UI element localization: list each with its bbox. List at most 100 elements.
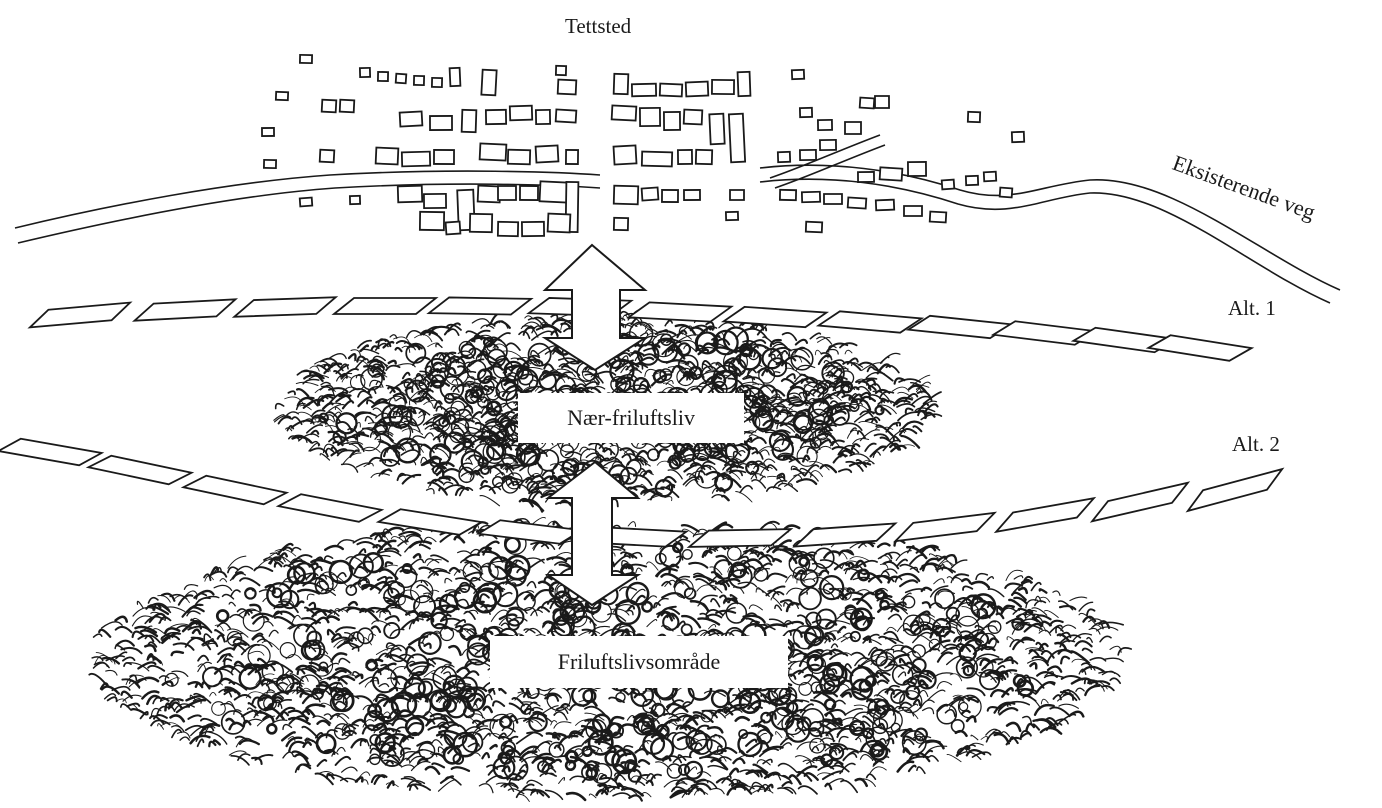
vegetation-stroke: [830, 653, 847, 659]
vegetation-stroke: [881, 357, 889, 363]
vegetation-stroke: [740, 486, 752, 493]
vegetation-stroke: [963, 662, 973, 665]
vegetation-stroke: [796, 340, 807, 345]
vegetation-stroke: [484, 707, 492, 712]
vegetation-stroke: [240, 578, 259, 585]
vegetation-stroke: [493, 701, 504, 706]
vegetation-stroke: [304, 742, 311, 747]
vegetation-stroke: [799, 588, 821, 610]
vegetation-stroke: [682, 525, 699, 531]
vegetation-stroke: [336, 757, 351, 765]
vegetation-stroke: [389, 361, 396, 364]
vegetation-stroke: [409, 784, 430, 790]
vegetation-stroke: [318, 721, 330, 725]
vegetation-stroke: [554, 722, 571, 728]
building: [696, 150, 712, 164]
building: [709, 114, 724, 145]
vegetation-stroke: [328, 630, 335, 636]
vegetation-stroke: [267, 583, 291, 607]
vegetation-stroke: [240, 668, 261, 689]
road-segment: [134, 299, 237, 320]
vegetation-stroke: [559, 778, 565, 784]
vegetation-stroke: [431, 555, 448, 561]
vegetation-stroke: [712, 760, 727, 769]
vegetation-stroke: [450, 568, 460, 572]
building: [800, 108, 812, 117]
vegetation-stroke: [198, 656, 208, 661]
vegetation-stroke: [171, 715, 184, 721]
building: [434, 150, 454, 164]
vegetation-stroke: [379, 684, 388, 687]
vegetation-stroke: [396, 348, 402, 351]
recreation-area-label: Friluftslivsområde: [490, 636, 788, 688]
vegetation-stroke: [889, 614, 902, 619]
vegetation-stroke: [666, 381, 673, 385]
vegetation-stroke: [486, 542, 499, 548]
vegetation-stroke: [224, 659, 231, 665]
vegetation-stroke: [269, 630, 278, 636]
road-segment: [28, 303, 131, 328]
vegetation-stroke: [145, 645, 155, 651]
building: [848, 197, 867, 208]
vegetation-stroke: [336, 627, 355, 632]
vegetation-stroke: [664, 780, 685, 787]
vegetation-stroke: [919, 614, 930, 625]
vegetation-stroke: [736, 492, 752, 503]
vegetation-stroke: [310, 448, 328, 456]
vegetation-stroke: [407, 331, 421, 338]
alt-2-label: Alt. 2: [1232, 432, 1280, 457]
vegetation-stroke: [172, 652, 183, 655]
vegetation-stroke: [325, 546, 343, 550]
building: [400, 111, 423, 126]
building: [614, 145, 637, 164]
road-segment: [1184, 469, 1287, 511]
vegetation-stroke: [900, 565, 919, 573]
vegetation-stroke: [316, 618, 329, 624]
building: [726, 212, 738, 220]
vegetation-stroke: [122, 692, 132, 698]
vegetation-stroke: [969, 699, 978, 702]
vegetation-stroke: [342, 464, 358, 472]
vegetation-stroke: [349, 602, 357, 605]
building: [640, 108, 660, 126]
vegetation-stroke: [967, 688, 984, 695]
vegetation-stroke: [937, 705, 956, 724]
vegetation-stroke: [898, 672, 905, 677]
building: [642, 152, 672, 167]
vegetation-stroke: [180, 737, 189, 740]
vegetation-stroke: [398, 541, 408, 546]
vegetation-stroke: [254, 567, 272, 571]
vegetation-stroke: [388, 781, 394, 787]
vegetation-stroke: [598, 372, 616, 375]
building: [432, 78, 442, 87]
building: [446, 222, 461, 235]
settlement-label: Tettsted: [565, 14, 631, 39]
road-segment: [0, 435, 102, 468]
vegetation-stroke: [440, 627, 453, 640]
vegetation-stroke: [843, 753, 856, 759]
vegetation-stroke: [776, 732, 782, 738]
vegetation-stroke: [367, 400, 375, 404]
vegetation-stroke: [900, 580, 917, 586]
road-segment: [724, 305, 827, 328]
vegetation-stroke: [707, 740, 722, 747]
building: [450, 68, 461, 86]
vegetation-stroke: [752, 438, 766, 443]
vegetation-stroke: [1059, 704, 1079, 708]
vegetation-stroke: [858, 431, 865, 438]
vegetation-stroke: [225, 690, 240, 695]
building: [478, 186, 501, 203]
vegetation-stroke: [786, 575, 794, 582]
vegetation-stroke: [420, 545, 430, 549]
vegetation-stroke: [938, 568, 955, 572]
vegetation-stroke: [307, 594, 314, 599]
vegetation-stroke: [403, 475, 421, 484]
building: [875, 96, 889, 108]
vegetation-stroke: [1047, 727, 1060, 733]
building: [470, 214, 492, 232]
vegetation-stroke: [779, 764, 797, 773]
vegetation-stroke: [876, 390, 889, 393]
vegetation-stroke: [499, 688, 505, 693]
vegetation-stroke: [403, 373, 410, 379]
vegetation-stroke: [855, 412, 875, 422]
